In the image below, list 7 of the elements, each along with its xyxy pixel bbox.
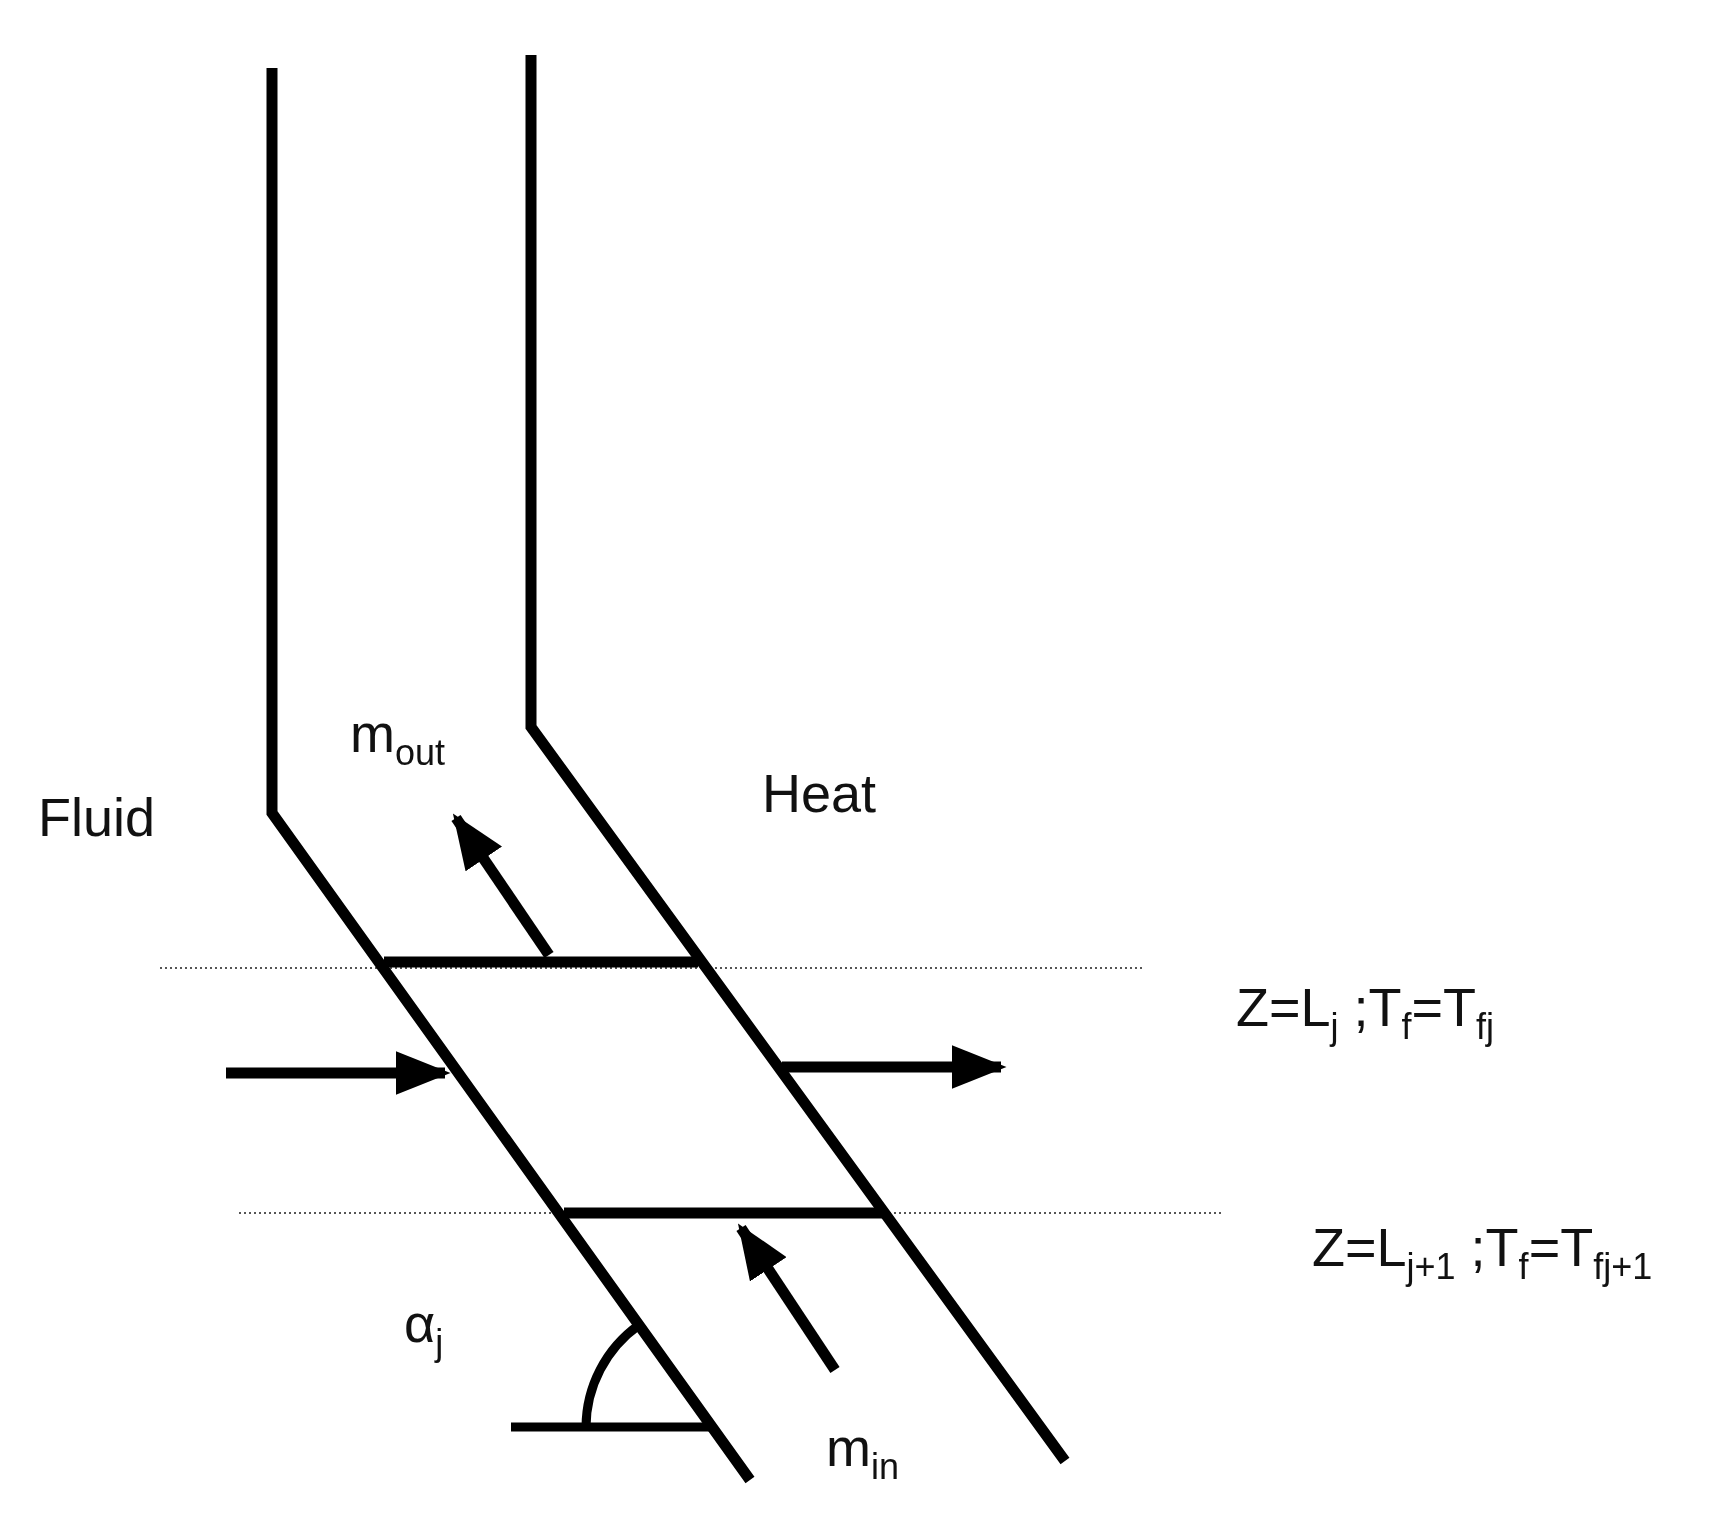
boundary-label: Z=L$_{j+1}$ ;T$_{f}$=T$_{fj+1}$ [1312,1220,1653,1285]
flow-label: m$_{out}$ [350,706,446,771]
heat-label: Heat [762,766,877,820]
boundary-label: Z=L$_{j}$ ;T$_{f}$=T$_{fj}$ [1236,980,1495,1045]
fluid-label: Fluid [38,790,156,844]
flow-label: m$_{in}$ [826,1420,899,1485]
angle-label: α$_{j}$ [404,1296,444,1361]
